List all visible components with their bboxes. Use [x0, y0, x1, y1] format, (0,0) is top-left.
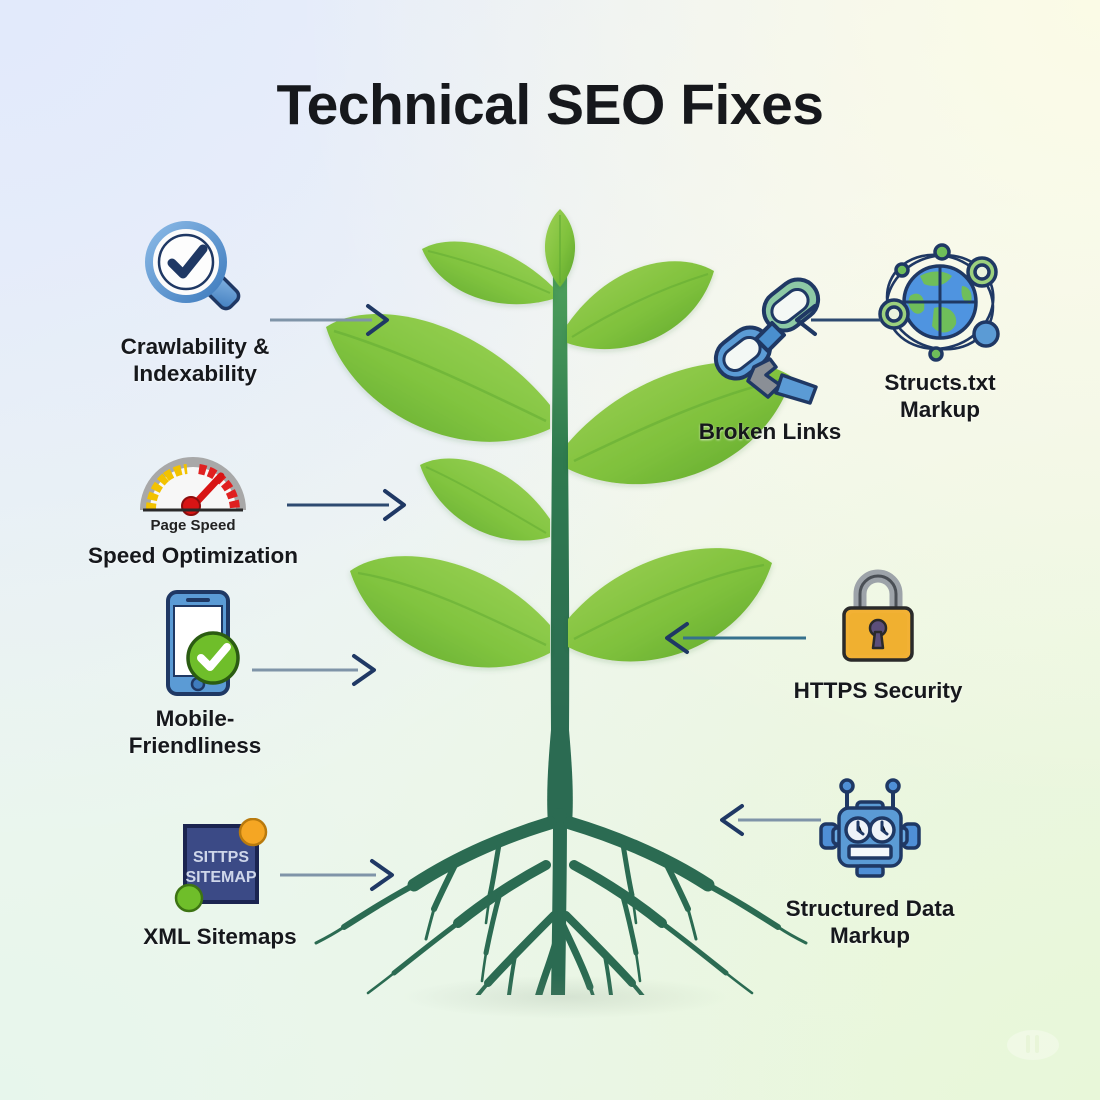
node-speed-optimization[interactable]: Page Speed Speed Optimization	[68, 440, 318, 569]
arrow-crawlability-to-plant	[270, 304, 389, 336]
sitemap-card-line1: SITTPS	[193, 849, 249, 866]
node-https-security[interactable]: HTTPS Security	[768, 566, 988, 705]
speed-gauge-icon	[140, 457, 246, 516]
node-label: Crawlability & Indexability	[120, 334, 270, 386]
node-label: Mobile- Friendliness	[128, 706, 262, 758]
padlock-icon	[842, 569, 914, 662]
globe-network-icon	[878, 243, 1000, 362]
node-label: Structured Data Markup	[785, 896, 955, 948]
node-crawlability-indexability[interactable]: Crawlability & Indexability	[75, 218, 315, 387]
arrow-structs-to-broken-links	[795, 304, 881, 336]
node-structured-data-markup[interactable]: Structured Data Markup	[760, 778, 980, 949]
node-label: Speed Optimization	[87, 542, 298, 568]
robot-head-icon	[819, 778, 921, 878]
node-structs-txt-markup[interactable]: Structs.txt Markup	[830, 242, 1050, 423]
ground-shadow	[400, 975, 730, 1019]
page-title: Technical SEO Fixes	[276, 73, 824, 137]
node-label: Broken Links	[698, 419, 842, 444]
sitemap-card-line2: SITEMAP	[185, 869, 256, 886]
node-broken-links[interactable]: Broken Links	[660, 275, 880, 446]
node-label: Structs.txt Markup	[884, 370, 996, 422]
node-mobile-friendliness[interactable]: Mobile- Friendliness	[80, 588, 310, 759]
node-label: HTTPS Security	[793, 678, 963, 703]
watermark-logo	[1007, 1030, 1059, 1060]
plant-graphic	[314, 209, 808, 995]
node-sublabel: Page Speed	[150, 517, 236, 534]
arrow-speed-to-plant	[287, 489, 406, 521]
node-label: XML Sitemaps	[143, 924, 297, 949]
smartphone-check-icon	[166, 590, 240, 696]
arrow-sitemaps-to-plant	[280, 859, 394, 891]
arrow-mobile-to-plant	[252, 654, 376, 686]
sitemap-card-icon: SITTPS SITEMAP	[174, 818, 268, 913]
arrow-https-to-plant	[665, 622, 806, 654]
arrow-structured-data-to-plant	[720, 804, 821, 836]
broken-chain-icon	[713, 277, 821, 405]
node-xml-sitemaps[interactable]: SITTPS SITEMAP XML Sitemaps	[105, 818, 335, 951]
magnifier-check-icon	[145, 221, 241, 311]
